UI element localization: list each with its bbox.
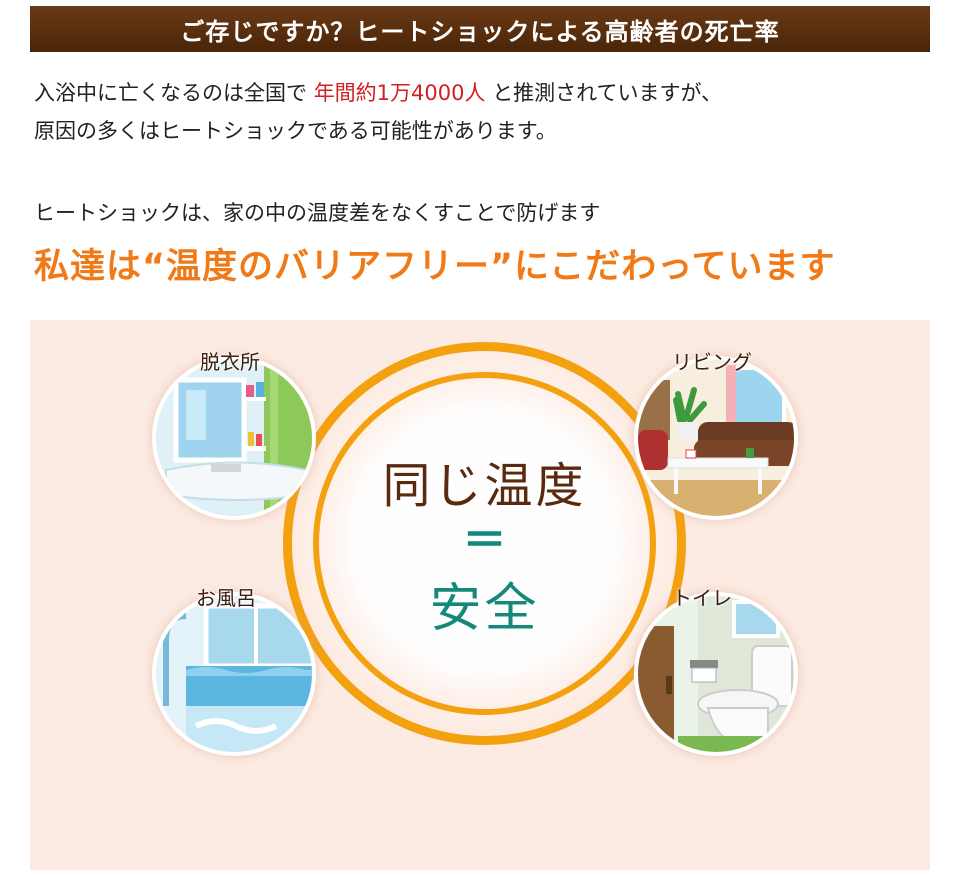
intro-line-2: 原因の多くはヒートショックである可能性があります。 (34, 119, 557, 143)
outer-ring (283, 342, 686, 745)
slogan-heading: 私達は“温度のバリアフリー”にこだわっています (34, 247, 836, 287)
bathroom-icon (152, 592, 316, 756)
dressing-room-icon (152, 356, 316, 520)
banner-title: ご存じですか？ヒートショックによる高齢者の死亡率 (180, 17, 780, 46)
safe-text: 安全 (429, 579, 540, 639)
equals-sign: ＝ (462, 515, 507, 566)
living-room-icon (634, 356, 798, 520)
intro-paragraph: 入浴中に亡くなるのは全国で 年間約1万4000人 と推測されていますが、 原因の… (34, 74, 722, 150)
death-count-highlight: 年間約1万4000人 (313, 81, 486, 105)
toilet-label: トイレ (672, 586, 732, 610)
inner-ring (313, 372, 656, 715)
intro-line-1: 入浴中に亡くなるのは全国で 年間約1万4000人 と推測されていますが、 (34, 74, 722, 112)
dressing-room-label: 脱衣所 (200, 350, 260, 374)
intro-line-1-post: と推測されていますが、 (492, 81, 723, 105)
same-temperature-text: 同じ温度 (382, 458, 587, 514)
living-room-label: リビング (672, 350, 752, 374)
intro-line-1-pre: 入浴中に亡くなるのは全国で (34, 81, 307, 105)
header-banner: ご存じですか？ヒートショックによる高齢者の死亡率 (30, 6, 930, 52)
prevention-text: ヒートショックは、家の中の温度差をなくすことで防げます (34, 201, 601, 225)
toilet-icon (634, 592, 798, 756)
bathroom-label: お風呂 (196, 586, 256, 610)
center-message: 同じ温度 ＝ 安全 (313, 372, 656, 715)
